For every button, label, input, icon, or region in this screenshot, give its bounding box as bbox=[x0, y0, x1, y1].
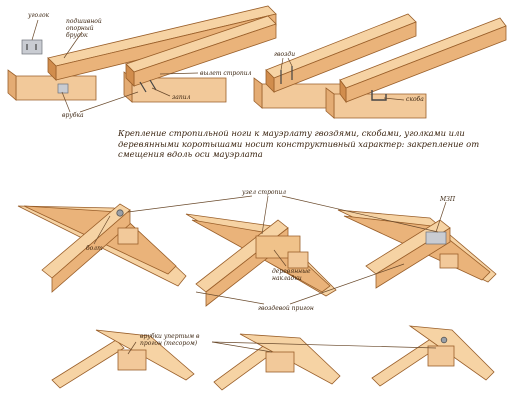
mzp-plate bbox=[425, 231, 447, 245]
label-derevyannye-nakladki: деревянные накладки bbox=[272, 268, 311, 282]
staple-shape bbox=[371, 90, 387, 101]
label-vrubki-upor: врубки упертым в прогон (тесором) bbox=[140, 333, 200, 347]
purlin-1 bbox=[51, 329, 195, 389]
nail-4 bbox=[149, 79, 157, 91]
ridge2-block bbox=[287, 251, 309, 269]
label-mzp: МЗП bbox=[440, 196, 456, 203]
p2-purlin bbox=[265, 351, 295, 373]
ridge-metal-plate bbox=[337, 209, 497, 289]
ridge1-block bbox=[117, 227, 139, 245]
ridge-bolted bbox=[17, 203, 187, 293]
wall-plate-3-end bbox=[253, 77, 263, 109]
rafter-2-end bbox=[125, 63, 135, 87]
purlin-2 bbox=[213, 333, 341, 391]
label-gvozdi: гвозди bbox=[274, 51, 296, 58]
p3-bolt bbox=[440, 336, 448, 344]
label-gvozdevoi-prigon: гвоздевой пригон bbox=[258, 305, 314, 312]
detail-angle-bracket bbox=[7, 5, 277, 101]
bolt-head bbox=[116, 209, 124, 217]
purlin-3 bbox=[371, 325, 495, 387]
ridge1-right-side bbox=[51, 209, 131, 293]
p1-purlin bbox=[117, 349, 147, 371]
label-opornyi-brusok: подшивной опорный брусок bbox=[66, 18, 102, 39]
rafter-4-end bbox=[339, 78, 347, 104]
label-vyl-strop: вылет стропил bbox=[200, 70, 252, 77]
nail-3 bbox=[139, 81, 147, 93]
rafter-1-end bbox=[47, 57, 57, 81]
label-uzel-stropil: узел стропил bbox=[242, 189, 287, 196]
caption-text: Крепление стропильной ноги к мауэрлату г… bbox=[118, 128, 480, 159]
ridge3-block bbox=[439, 253, 459, 269]
label-ugolok: уголок bbox=[28, 12, 50, 19]
notch-bracket-shape bbox=[57, 83, 69, 94]
label-skoba: скоба bbox=[406, 96, 424, 103]
ridge-plates bbox=[185, 213, 337, 307]
row2-leaders bbox=[93, 195, 447, 305]
p3-purlin bbox=[427, 345, 455, 367]
row3-leaders bbox=[127, 341, 437, 355]
rafter-3-end bbox=[265, 69, 275, 93]
label-bolt: болт bbox=[86, 245, 103, 252]
angle-bracket-shape bbox=[21, 39, 43, 55]
wall-plate-1-end bbox=[7, 69, 17, 101]
detail-nails-notch bbox=[123, 15, 277, 103]
label-vrubka: врубка bbox=[62, 112, 84, 119]
label-zapil: запил bbox=[172, 94, 191, 101]
wall-plate-4-end bbox=[325, 87, 335, 119]
p1-left bbox=[51, 339, 125, 389]
row1-leaders bbox=[31, 19, 405, 113]
detail-staple bbox=[325, 17, 507, 119]
